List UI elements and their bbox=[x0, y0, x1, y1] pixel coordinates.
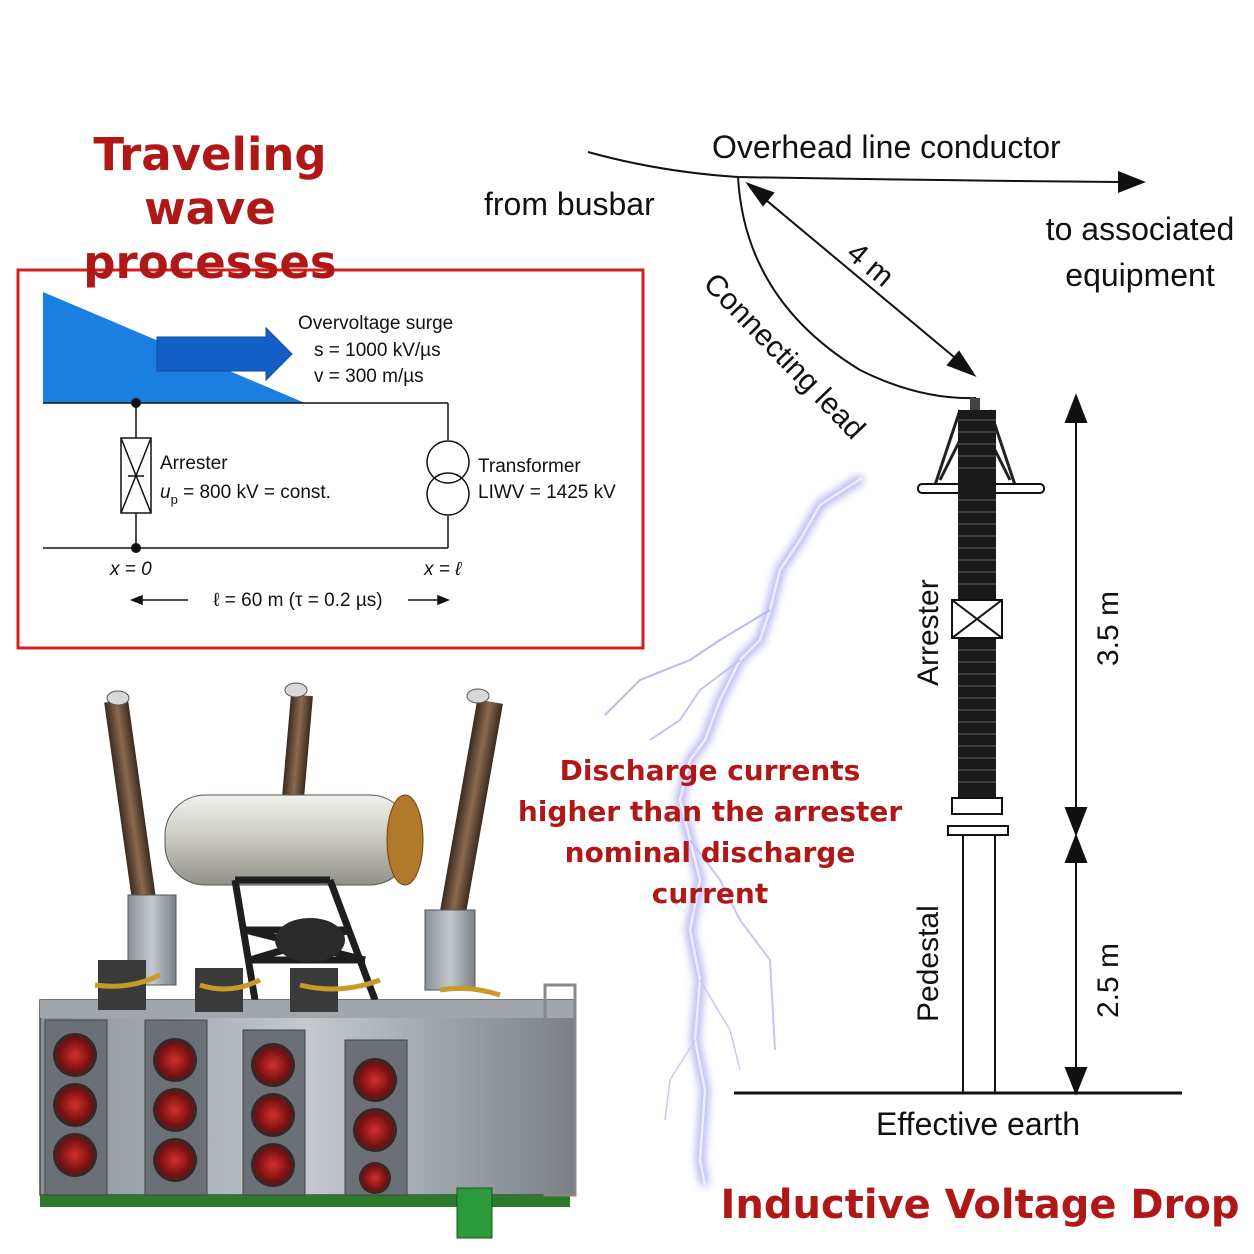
arrester-label: Arrester bbox=[160, 453, 228, 474]
lightning-bolt bbox=[604, 473, 865, 1186]
discharge-note: Discharge currents higher than the arres… bbox=[517, 754, 903, 910]
circuit-wires bbox=[43, 402, 449, 549]
pedestal-column bbox=[962, 834, 996, 1094]
length-arrows bbox=[129, 594, 451, 606]
node-top bbox=[131, 398, 141, 408]
transformer-liwv: LIWV = 1425 kV bbox=[478, 482, 616, 503]
earth-label: Effective earth bbox=[876, 1106, 1080, 1142]
bottom-title: Inductive Voltage Drop bbox=[720, 1182, 1240, 1228]
overhead-line bbox=[587, 151, 1121, 183]
left-title: Traveling wave processes bbox=[83, 128, 337, 289]
overhead-label: Overhead line conductor bbox=[712, 129, 1061, 165]
transformer-label: Transformer bbox=[478, 456, 581, 477]
xl-label: x = ℓ bbox=[423, 559, 462, 580]
node-bottom bbox=[131, 543, 141, 553]
pedestal-height-label: 2.5 m bbox=[1092, 943, 1125, 1018]
surge-s: s = 1000 kV/µs bbox=[314, 340, 441, 361]
connecting-lead bbox=[737, 176, 977, 400]
x0-label: x = 0 bbox=[109, 559, 152, 580]
length-label: ℓ = 60 m (τ = 0.2 µs) bbox=[213, 590, 382, 611]
line-arrowhead bbox=[1118, 171, 1146, 193]
to-equipment-label-2: equipment bbox=[1065, 257, 1215, 293]
from-busbar-label: from busbar bbox=[484, 186, 655, 222]
arrester-vertical-label: Arrester bbox=[912, 579, 945, 686]
lead-length-arrow bbox=[745, 181, 977, 378]
surge-v: v = 300 m/µs bbox=[314, 366, 424, 387]
arrester-height-label: 3.5 m bbox=[1092, 591, 1125, 666]
arrester-symbol bbox=[120, 437, 152, 514]
to-equipment-label-1: to associated bbox=[1046, 211, 1235, 247]
height-dimensions bbox=[1064, 393, 1088, 1096]
lead-length-label: 4 m bbox=[841, 236, 901, 293]
surge-arrow bbox=[156, 326, 293, 382]
arrester-up: up = 800 kV = const. bbox=[160, 482, 331, 507]
power-transformer-illustration bbox=[39, 682, 577, 1239]
surge-label: Overvoltage surge bbox=[298, 313, 453, 334]
transformer-symbol bbox=[426, 440, 470, 516]
arrester-column bbox=[917, 398, 1045, 836]
connecting-lead-label: Connecting lead bbox=[697, 267, 871, 446]
pedestal-vertical-label: Pedestal bbox=[912, 905, 945, 1022]
